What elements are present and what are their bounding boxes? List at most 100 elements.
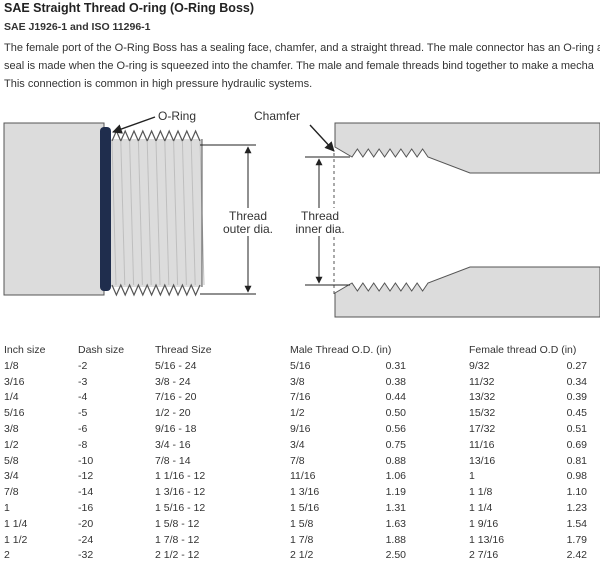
inch-size-cell: 1 — [4, 501, 10, 514]
inch-size-cell: 2 — [4, 549, 10, 562]
female-od-cell: 1.23 — [566, 501, 587, 514]
female-od-cell: 0.45 — [566, 407, 587, 420]
male-thread-line — [146, 140, 152, 286]
inch-size-cell: 5/16 — [4, 407, 25, 420]
standards-subtitle: SAE J1926-1 and ISO 11296-1 — [4, 21, 151, 33]
male-fraction-cell: 11/16 — [290, 470, 316, 483]
male-od-cell: 0.38 — [385, 375, 406, 388]
male-fraction-cell: 1 3/16 — [290, 486, 320, 499]
male-od-cell: 1.63 — [385, 517, 406, 530]
female-fraction-cell: 11/32 — [469, 375, 495, 388]
male-fraction-cell: 1/2 — [290, 407, 305, 420]
thread-size-cell: 1 5/8 - 12 — [155, 517, 200, 530]
thread-size-cell: 1 5/16 - 12 — [155, 501, 206, 514]
female-od-cell: 1.54 — [566, 517, 587, 530]
male-thread-line — [190, 140, 196, 286]
inner-dia-label-1: Thread — [301, 209, 339, 223]
thread-size-cell: 7/8 - 14 — [155, 454, 191, 467]
table-header: Inch size Dash size Thread Size Male Thr… — [0, 344, 600, 360]
female-fraction-cell: 1 13/16 — [469, 533, 505, 546]
inch-size-cell: 7/8 — [4, 486, 19, 499]
male-fitting-body — [3, 122, 105, 296]
female-fraction-cell: 15/32 — [469, 407, 496, 420]
male-od-cell: 1.19 — [385, 486, 406, 499]
male-thread-line — [111, 140, 117, 286]
male-od-cell: 0.44 — [385, 391, 406, 404]
male-fraction-cell: 1 5/8 — [290, 517, 314, 530]
male-od-cell: 0.88 — [385, 454, 406, 467]
dash-size-cell: -32 — [78, 549, 94, 562]
male-fraction-cell: 3/8 — [290, 375, 305, 388]
female-od-cell: 1.10 — [566, 486, 587, 499]
dash-size-cell: -8 — [78, 438, 88, 451]
female-od-cell: 0.81 — [566, 454, 587, 467]
male-thread-line — [173, 140, 179, 286]
female-fraction-cell: 13/16 — [469, 454, 496, 467]
male-thread-line — [137, 140, 143, 286]
male-thread-line — [129, 140, 135, 286]
chamfer-leader-arrow — [309, 124, 335, 152]
female-fraction-cell: 13/32 — [469, 391, 496, 404]
inch-size-cell: 1/8 — [4, 359, 19, 372]
female-od-cell: 1.79 — [566, 533, 587, 546]
page-title: SAE Straight Thread O-ring (O-Ring Boss) — [4, 1, 255, 15]
dash-size-cell: -3 — [78, 375, 88, 388]
inch-size-cell: 1 1/4 — [4, 517, 28, 530]
oring-boss-diagram: O-Ring Thread outer dia. Chamfer Thread … — [0, 95, 600, 340]
male-thread-line — [181, 140, 187, 286]
male-thread-lines — [111, 140, 205, 286]
header-thread-size: Thread Size — [155, 344, 212, 356]
chamfer-label: Chamfer — [254, 109, 300, 123]
female-od-cell: 0.98 — [566, 470, 587, 483]
male-fraction-cell: 9/16 — [290, 422, 311, 435]
thread-size-cell: 3/4 - 16 — [155, 438, 191, 451]
table-row: 5/16 -5 1/2 - 20 1/2 0.50 15/32 0.45 — [0, 407, 600, 423]
description: The female port of the O-Ring Boss has a… — [4, 39, 600, 93]
thread-size-cell: 3/8 - 24 — [155, 375, 191, 388]
male-fraction-cell: 7/8 — [290, 454, 305, 467]
thread-size-cell: 1 1/16 - 12 — [155, 470, 206, 483]
dash-size-cell: -14 — [78, 486, 94, 499]
male-fraction-cell: 5/16 — [290, 359, 311, 372]
male-od-cell: 1.88 — [385, 533, 406, 546]
description-line: The female port of the O-Ring Boss has a… — [4, 42, 600, 54]
dash-size-cell: -6 — [78, 422, 88, 435]
male-thread-line — [164, 140, 170, 286]
thread-size-cell: 7/16 - 20 — [155, 391, 197, 404]
female-od-cell: 2.42 — [566, 549, 587, 562]
male-fraction-cell: 3/4 — [290, 438, 305, 451]
female-od-cell: 0.51 — [566, 422, 587, 435]
header-inch-size: Inch size — [4, 344, 46, 356]
oring-label: O-Ring — [158, 109, 196, 123]
female-od-cell: 0.27 — [566, 359, 587, 372]
male-thread-bottom — [111, 283, 201, 297]
female-od-cell: 0.34 — [566, 375, 587, 388]
dash-size-cell: -2 — [78, 359, 88, 372]
inch-size-cell: 5/8 — [4, 454, 19, 467]
male-od-cell: 1.06 — [385, 470, 406, 483]
male-od-cell: 0.56 — [385, 422, 406, 435]
female-port-top — [334, 122, 600, 174]
inch-size-cell: 3/4 — [4, 470, 19, 483]
header-dash-size: Dash size — [78, 344, 125, 356]
dash-size-cell: -24 — [78, 533, 94, 546]
dash-size-cell: -4 — [78, 391, 88, 404]
female-fraction-cell: 17/32 — [469, 422, 496, 435]
female-fraction-cell: 1 1/4 — [469, 501, 493, 514]
female-fraction-cell: 11/16 — [469, 438, 495, 451]
male-fraction-cell: 7/16 — [290, 391, 311, 404]
thread-size-table: Inch size Dash size Thread Size Male Thr… — [0, 344, 600, 565]
dash-size-cell: -12 — [78, 470, 94, 483]
dash-size-cell: -5 — [78, 407, 88, 420]
thread-size-cell: 1 7/8 - 12 — [155, 533, 200, 546]
female-fraction-cell: 9/32 — [469, 359, 490, 372]
thread-size-cell: 1/2 - 20 — [155, 407, 191, 420]
male-od-cell: 0.50 — [385, 407, 406, 420]
thread-size-cell: 5/16 - 24 — [155, 359, 197, 372]
